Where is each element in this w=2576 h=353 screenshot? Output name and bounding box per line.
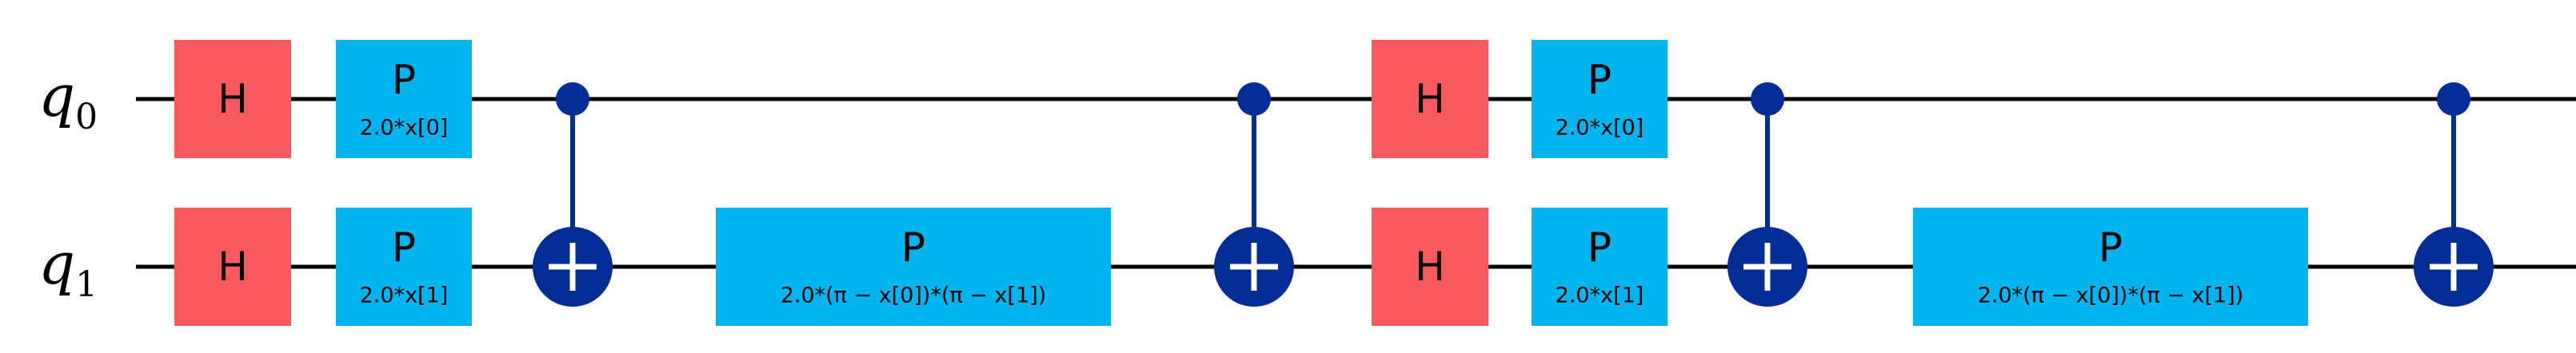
p-gate-box <box>1532 208 1667 326</box>
qubit-label-q1: q1 <box>38 230 98 305</box>
cnot-gate <box>533 82 613 307</box>
p-gate: P 2.0*x[1] <box>336 208 472 326</box>
qubit-q0-index: 0 <box>75 97 98 137</box>
p-gate-label: P <box>2099 224 2123 271</box>
h-gate-box <box>174 40 291 158</box>
p-gate-label: P <box>392 57 416 103</box>
qubit-q1-index: 1 <box>75 264 98 305</box>
p-gate: P 2.0*x[1] <box>1532 208 1667 326</box>
p-gate: P 2.0*(π − x[0])*(π − x[1]) <box>1913 208 2308 326</box>
h-gate: H <box>174 40 291 158</box>
p-gate-box <box>716 208 1111 326</box>
cnot-control-dot <box>1237 82 1271 116</box>
cnot-gate <box>1727 82 1807 307</box>
h-gate-box <box>1372 40 1488 158</box>
h-gate: H <box>1372 208 1488 326</box>
p-gate-label: P <box>1588 57 1611 103</box>
h-gate-label: H <box>218 244 248 290</box>
p-gate-box <box>336 40 472 158</box>
qubit-label-q0: q0 <box>38 62 98 137</box>
h-gate-box <box>1372 208 1488 326</box>
p-gate-param: 2.0*(π − x[0])*(π − x[1]) <box>1978 284 2244 308</box>
h-gate: H <box>174 208 291 326</box>
cnot-control-dot <box>556 82 589 116</box>
cnot-control-dot <box>2437 82 2470 116</box>
p-gate: P 2.0*x[0] <box>336 40 472 158</box>
p-gate-param: 2.0*x[0] <box>1556 116 1644 141</box>
h-gate-label: H <box>218 76 248 122</box>
p-gate: P 2.0*(π − x[0])*(π − x[1]) <box>716 208 1111 326</box>
qubit-q0-name: q <box>38 62 75 129</box>
p-gate-box <box>336 208 472 326</box>
cnot-control-dot <box>1751 82 1784 116</box>
p-gate-box <box>1913 208 2308 326</box>
h-gate-label: H <box>1415 76 1445 122</box>
h-gate: H <box>1372 40 1488 158</box>
h-gate-box <box>174 208 291 326</box>
p-gate-param: 2.0*(π − x[0])*(π − x[1]) <box>781 284 1047 308</box>
p-gate: P 2.0*x[0] <box>1532 40 1667 158</box>
p-gate-param: 2.0*x[1] <box>360 284 449 308</box>
cnot-gate <box>1214 82 1294 307</box>
p-gate-label: P <box>1588 224 1611 271</box>
qubit-q1-name: q <box>38 230 75 297</box>
p-gate-box <box>1532 40 1667 158</box>
cnot-gate <box>2414 82 2494 307</box>
p-gate-param: 2.0*x[0] <box>360 116 449 141</box>
p-gate-label: P <box>901 224 925 271</box>
p-gate-label: P <box>392 224 416 271</box>
h-gate-label: H <box>1415 244 1445 290</box>
p-gate-param: 2.0*x[1] <box>1556 284 1644 308</box>
